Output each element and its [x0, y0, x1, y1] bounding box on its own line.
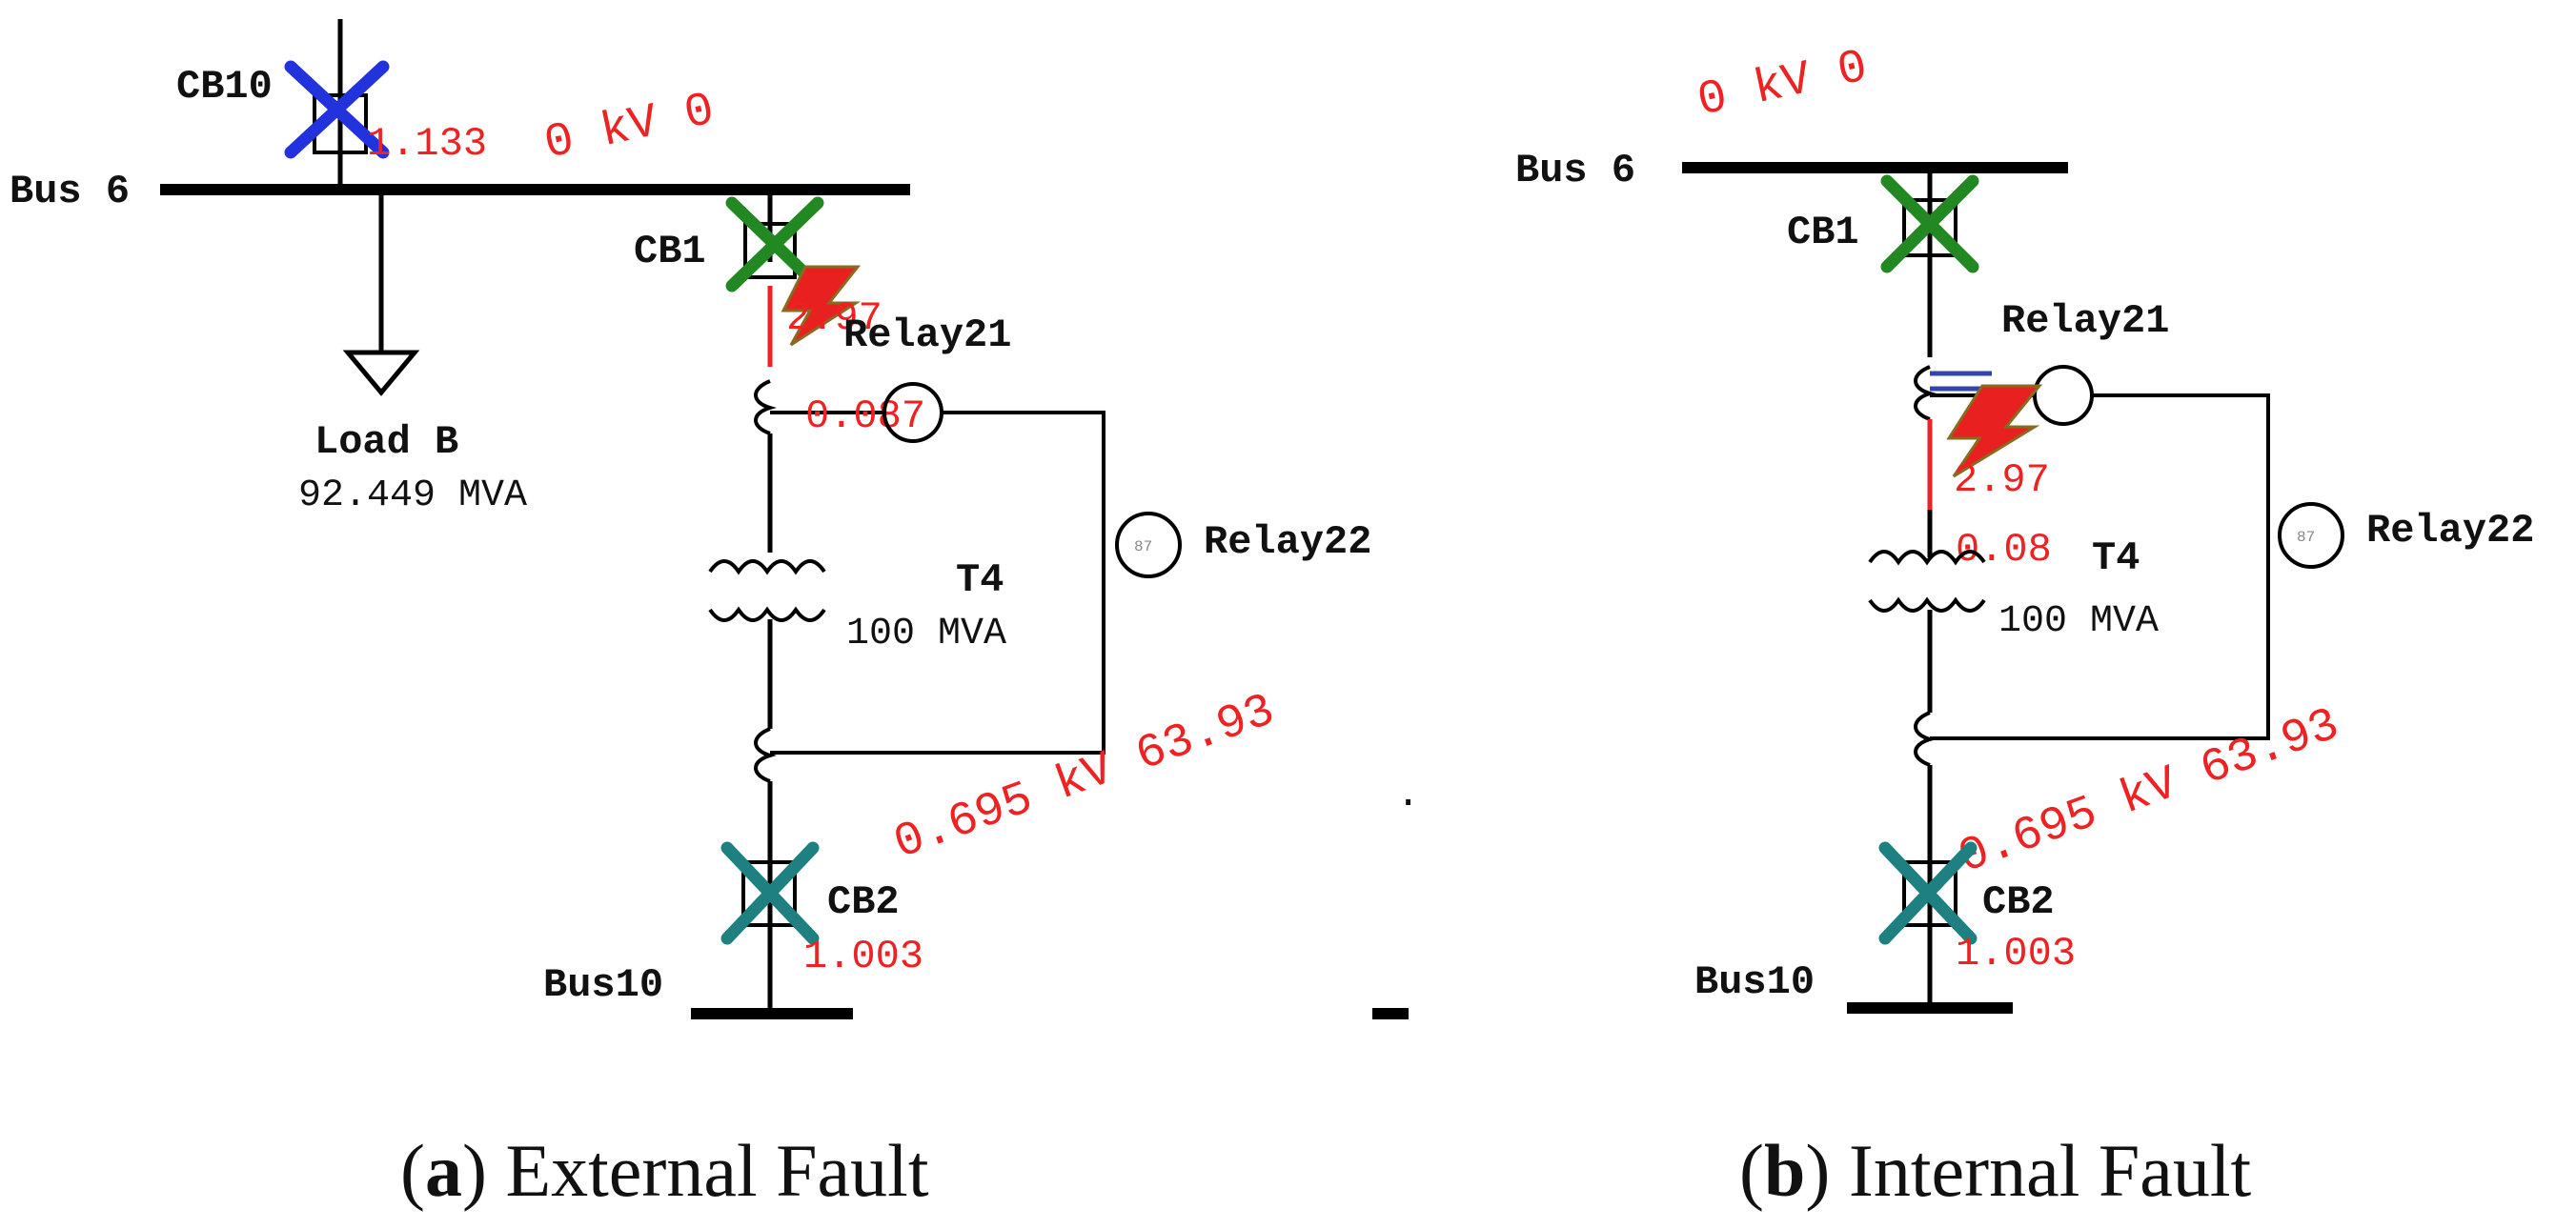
- lightning-fault-icon-a: [781, 265, 862, 347]
- ct-coil-icon-lower-a: [754, 727, 777, 783]
- load-rating: 92.449 MVA: [298, 474, 527, 517]
- ct-coil-icon-upper-a: [754, 379, 777, 435]
- relay21-label-a: Relay21: [843, 312, 1011, 358]
- relay21-value-a: 2.97: [786, 295, 882, 341]
- caption-a-letter: a: [425, 1129, 462, 1212]
- panel-b: 0 kV 0 Bus 6 CB1 Relay21 2.97 87 Relay22: [1515, 40, 2534, 1212]
- t4-label-a: T4: [956, 557, 1004, 603]
- relay22-label-b: Relay22: [2366, 508, 2534, 554]
- bus10-voltage-b: 0.695 kV 63.93: [1952, 698, 2346, 886]
- relay22-code-b: 87: [2297, 529, 2315, 546]
- t4-rating-a: 100 MVA: [846, 613, 1006, 655]
- cb2-value-a: 1.003: [803, 934, 923, 979]
- caption-b: (b) Internal Fault: [1739, 1129, 2252, 1212]
- bus10-label-a: Bus10: [543, 962, 663, 1008]
- cb2-label-b: CB2: [1982, 879, 2055, 925]
- t4-rating-b: 100 MVA: [1998, 600, 2159, 643]
- bus6-voltage-a: 0 kV 0: [539, 83, 719, 171]
- bus10-label-b: Bus10: [1694, 959, 1815, 1005]
- bus6-label-a: Bus 6: [10, 169, 130, 214]
- relay22-symbol-b[interactable]: [2278, 502, 2344, 569]
- transformer-icon-a: [708, 559, 826, 622]
- cb10-label: CB10: [176, 64, 273, 110]
- cb1-label-a: CB1: [634, 229, 706, 274]
- cb1-label-b: CB1: [1787, 210, 1859, 255]
- cb2-trip-cross-icon-a: [720, 841, 820, 945]
- lightning-fault-icon-b: [1946, 384, 2043, 478]
- cb1-breaker-body-a[interactable]: [743, 222, 797, 279]
- load-label: Load B: [314, 419, 458, 465]
- relay21-label-b: Relay21: [2001, 298, 2169, 344]
- differential-loop-b: [1930, 393, 2270, 740]
- caption-b-letter: b: [1764, 1129, 1805, 1212]
- relay22-symbol-a[interactable]: [1115, 512, 1182, 578]
- cb2-value-b: 1.003: [1956, 931, 2076, 977]
- bus10-voltage-a: 0.695 kV 63.93: [887, 684, 1282, 872]
- bus6-voltage-b: 0 kV 0: [1693, 40, 1872, 129]
- relay22-code-a: 87: [1134, 538, 1152, 555]
- cb1-trip-cross-icon-b: [1880, 174, 1979, 273]
- ct-coil-icon-lower-b: [1914, 711, 1937, 767]
- cb2-label-a: CB2: [827, 879, 900, 925]
- relay21-symbol-b[interactable]: [2033, 365, 2094, 426]
- differential-loop-a: [770, 411, 1105, 755]
- cb2-trip-cross-icon-b: [1878, 841, 1978, 945]
- t4-label-b: T4: [2092, 535, 2140, 581]
- load-arrow-icon: [342, 350, 420, 396]
- ct-value-b: 0.08: [1956, 527, 2052, 573]
- cb1-breaker-body-b[interactable]: [1902, 198, 1957, 257]
- cb10-trip-cross-icon: [284, 60, 390, 159]
- cb2-breaker-body-a[interactable]: [741, 860, 797, 927]
- relay22-label-a: Relay22: [1204, 519, 1371, 565]
- ct-value-a: 0.087: [805, 393, 925, 439]
- caption-a: (a) External Fault: [400, 1129, 929, 1212]
- cropped-fragment-a: .: [1396, 772, 1420, 817]
- cb10-current-value: 1.133: [367, 121, 487, 167]
- panel-a: CB10 1.133 0 kV 0 Bus 6 Load B 92.449 MV…: [10, 19, 1420, 1212]
- bus6-label-b: Bus 6: [1515, 148, 1635, 193]
- cb2-breaker-body-b[interactable]: [1902, 860, 1957, 927]
- caption-b-text: ) Internal Fault: [1805, 1129, 2251, 1212]
- transformer-icon-b: [1868, 550, 1986, 613]
- relay21-value-b: 2.97: [1954, 457, 2050, 503]
- caption-a-text: ) External Fault: [462, 1129, 929, 1212]
